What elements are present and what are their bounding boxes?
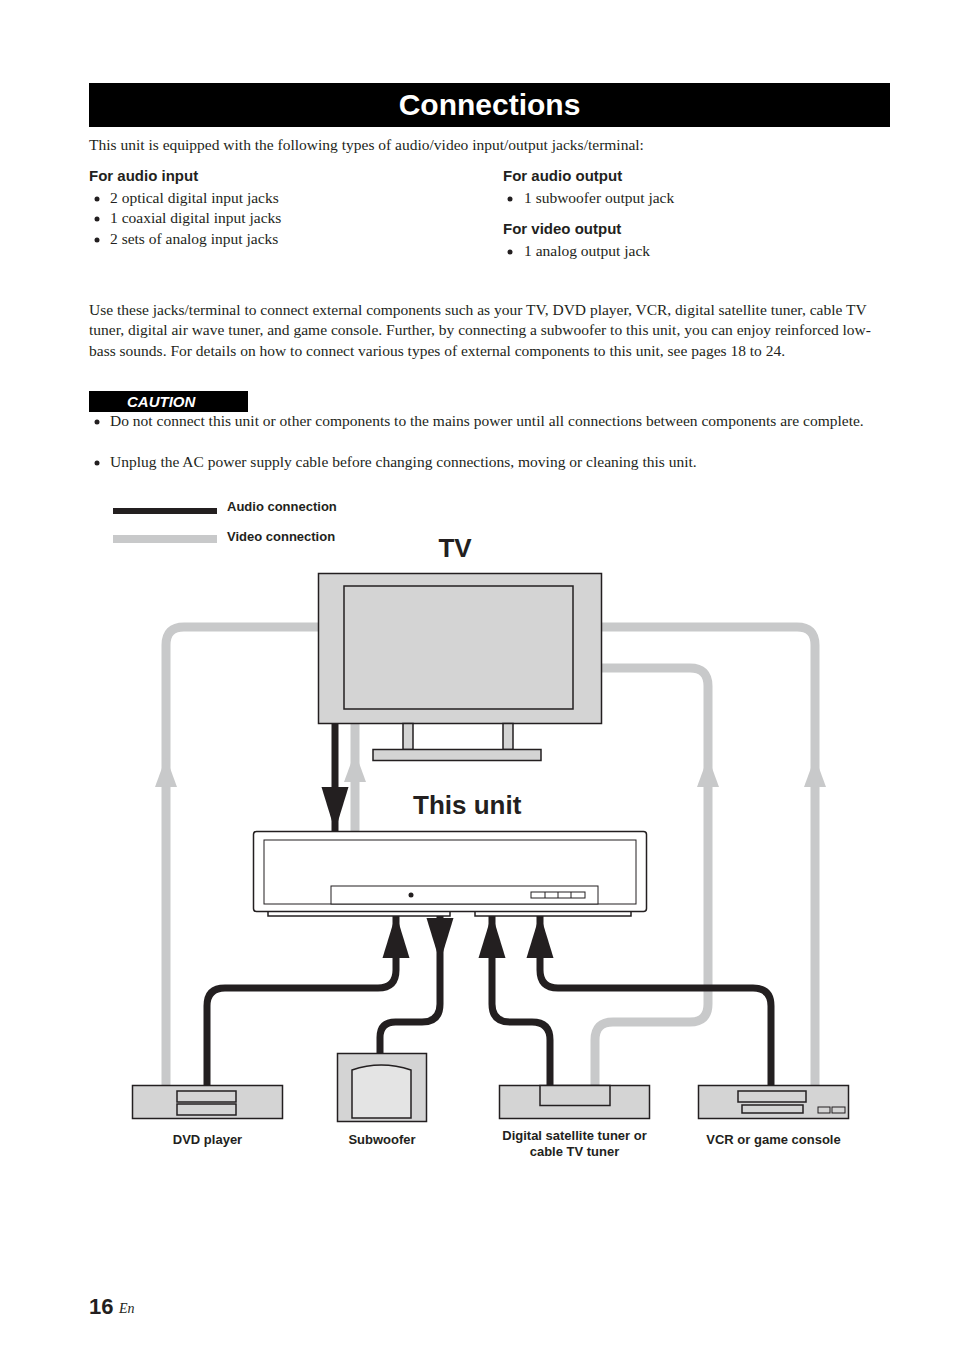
subwoofer-label: Subwoofer [348,1132,415,1148]
vcr-drawing [699,1086,849,1119]
bullet-item: 1 analog output jack [524,241,884,262]
tuner-label: Digital satellite tuner or cable TV tune… [500,1128,650,1160]
section-heading: For audio output [503,166,883,186]
arrowhead [697,757,719,787]
tuner-drawing [500,1086,650,1119]
vcr-game-console-label: VCR or game console [706,1132,840,1148]
tv-drawing [319,574,602,761]
audio-connection [322,724,349,831]
arrowhead [155,757,177,787]
video-connection [344,724,366,831]
tv-node: TV [318,573,602,724]
title-bar [89,83,890,127]
bullet-item: 2 optical digital input jacks [110,188,480,209]
caution-item: Unplug the AC power supply cable before … [110,452,890,473]
legend-text: Audio connection [227,499,337,515]
arrowhead [383,914,410,958]
language-code: En [119,1300,159,1318]
body-paragraph: Use these jacks/terminal to connect exte… [89,300,890,361]
caution-item: Do not connect this unit or other compon… [110,411,890,432]
dvd-player-node: DVD player [132,1085,283,1119]
bullet-item: 1 coaxial digital input jacks [110,208,480,229]
section-heading: For video output [503,219,883,239]
caution-label: CAUTION [127,391,245,412]
audio-connection [527,912,772,1085]
bullet-item: 1 subwoofer output jack [524,188,884,209]
subwoofer-node: Subwoofer [337,1053,427,1122]
section-heading: For audio input [89,166,469,186]
arrowhead [427,918,454,962]
arrowhead [344,752,366,782]
audio-connection [380,912,454,1053]
dvd-player-label: DVD player [173,1132,242,1148]
connector-line [540,912,771,1085]
page-title: Connections [89,83,890,127]
subwoofer-drawing [338,1054,427,1122]
vcr-game-console-node: VCR or game console [698,1085,849,1119]
arrowhead [479,914,506,958]
bullet-item: 2 sets of analog input jacks [110,229,480,250]
arrowhead [804,757,826,787]
tuner-node: Digital satellite tuner or cable TV tune… [499,1085,650,1119]
this-unit-label: This unit [413,790,521,820]
dvd-player-drawing [133,1086,283,1119]
caution-box [89,391,248,412]
arrowhead [527,914,554,958]
this-unit-node: This unit [253,831,647,912]
intro-text: This unit is equipped with the following… [89,135,890,156]
arrowhead [322,787,349,831]
tv-label: TV [438,533,471,563]
connector-line [380,912,440,1053]
legend-text: Video connection [227,529,335,545]
legend-samples [113,508,217,543]
soundbar-drawing [254,832,647,917]
